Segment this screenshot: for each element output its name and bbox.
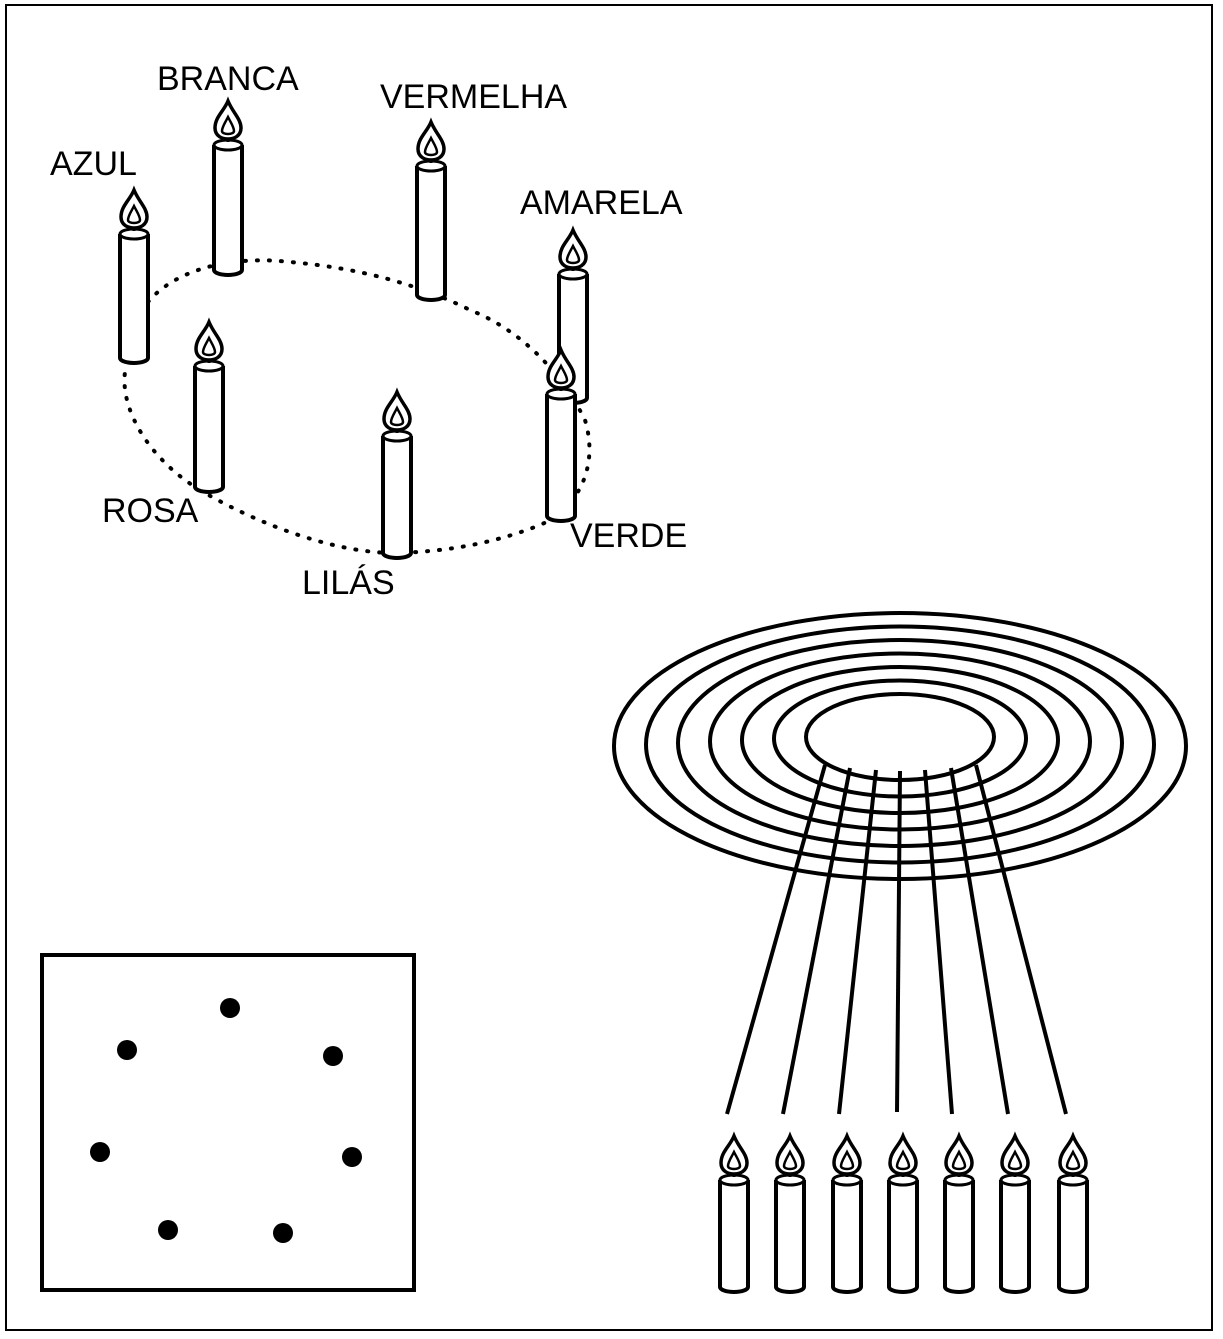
label-verde: VERDE: [570, 517, 687, 555]
concentric-ring: [806, 694, 994, 780]
row-candle-3: [833, 1136, 861, 1292]
candle-body: [547, 394, 575, 521]
candle-body: [889, 1180, 917, 1292]
circle-candles: [120, 101, 587, 558]
candle-body: [417, 166, 445, 300]
candle-body: [383, 436, 411, 558]
layout-dot: [323, 1046, 343, 1066]
candle-branca: [214, 101, 242, 275]
candle-azul: [120, 190, 148, 363]
candle-body: [1001, 1180, 1029, 1292]
row-candle-2: [776, 1136, 804, 1292]
label-azul: AZUL: [50, 145, 137, 183]
candle-rosa: [195, 322, 223, 492]
label-rosa: ROSA: [102, 492, 199, 530]
layout-dot: [90, 1142, 110, 1162]
label-lilas: LILÁS: [302, 564, 395, 602]
layout-dot: [220, 998, 240, 1018]
label-branca: BRANCA: [157, 60, 299, 98]
layout-dot: [158, 1220, 178, 1240]
row-candle-4: [889, 1136, 917, 1292]
row-candle-5: [945, 1136, 973, 1292]
candle-vermelha: [417, 122, 445, 300]
label-amarela: AMARELA: [520, 184, 683, 222]
candle-body: [776, 1180, 804, 1292]
candle-body: [1059, 1180, 1087, 1292]
layout-dot: [342, 1147, 362, 1167]
candle-body: [214, 145, 242, 275]
candle-body: [195, 366, 223, 492]
row-candle-7: [1059, 1136, 1087, 1292]
label-vermelha: VERMELHA: [380, 78, 567, 116]
row-candle-6: [1001, 1136, 1029, 1292]
candle-body: [833, 1180, 861, 1292]
candle-verde: [547, 350, 575, 521]
candle-body: [120, 234, 148, 363]
candle-lilas: [383, 392, 411, 558]
layout-dot: [273, 1223, 293, 1243]
row-candle-1: [720, 1136, 748, 1292]
candle-body: [945, 1180, 973, 1292]
row-candles: [720, 1136, 1087, 1292]
layout-dot: [117, 1040, 137, 1060]
candle-body: [720, 1180, 748, 1292]
